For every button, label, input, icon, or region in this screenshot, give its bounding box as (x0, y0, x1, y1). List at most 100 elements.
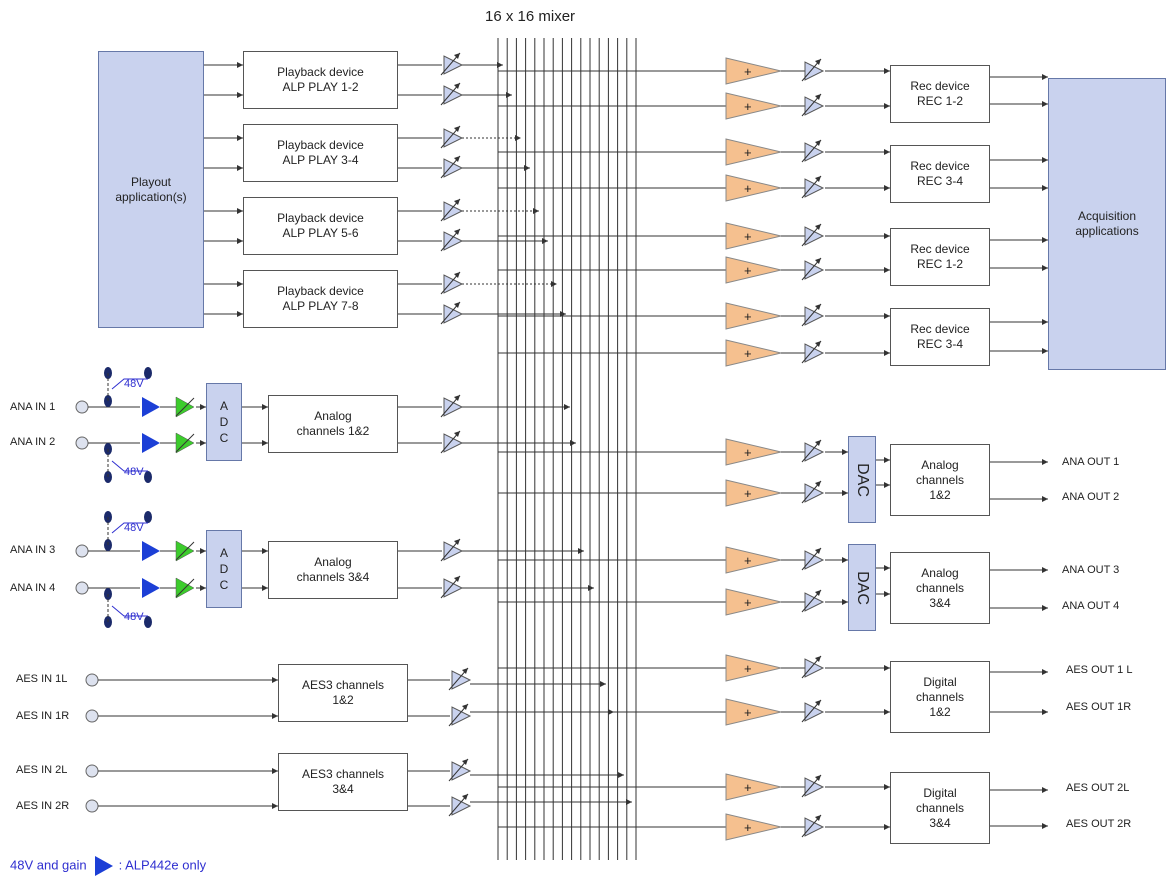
arrow-head (884, 350, 890, 356)
phantom-48v-label: 48V (124, 611, 144, 623)
aes3-channels-3-4: AES3 channels 3&4 (278, 753, 408, 811)
arrow-head (237, 62, 243, 68)
fader-icon (804, 658, 825, 678)
gain-triangle-icon (142, 397, 160, 417)
output-label-ana-out-4: ANA OUT 4 (1062, 600, 1120, 612)
arrow-head (1042, 459, 1048, 465)
fader-arrow-head (454, 199, 460, 205)
arrow-head (200, 548, 206, 554)
summing-amp-icon (725, 222, 782, 250)
summing-amp-plus: + (744, 820, 752, 835)
fader-icon (804, 96, 825, 116)
fader-icon (443, 541, 464, 561)
fader-icon (804, 442, 825, 462)
fader-arrow-head (462, 668, 468, 674)
arrow-head (842, 449, 848, 455)
arrow-head (272, 713, 278, 719)
preamp-arrow (175, 433, 195, 453)
arrow-head (237, 281, 243, 287)
fader-arrow-head (454, 53, 460, 59)
arrow-head (570, 440, 576, 446)
fader-arrow-head (815, 59, 821, 65)
summing-amp-icon (725, 546, 782, 574)
fader-arrow-head (815, 176, 821, 182)
preamp-arrow (175, 541, 195, 561)
arrow-head (262, 585, 268, 591)
arrow-head (1042, 567, 1048, 573)
gain-triangle-icon (142, 433, 160, 453)
fader-arrow-head (454, 126, 460, 132)
fader-icon (804, 702, 825, 722)
arrow-head (884, 103, 890, 109)
arrow-head (1042, 265, 1048, 271)
output-label-ana-out-3: ANA OUT 3 (1062, 564, 1120, 576)
summing-amp-plus: + (744, 263, 752, 278)
preamp-arrow (175, 397, 195, 417)
fader-arrow-head (454, 539, 460, 545)
fader-arrow-head (815, 140, 821, 146)
fader-arrow-head (815, 341, 821, 347)
summing-amp-icon (725, 654, 782, 682)
adc-block-1: ADC (206, 383, 242, 461)
summing-amp-icon (725, 479, 782, 507)
arrow-head (533, 208, 539, 214)
fader-icon (443, 128, 464, 148)
arrow-head (588, 585, 594, 591)
digital-out-channels-1-2: Digital channels 1&2 (890, 661, 990, 733)
arrow-head (542, 238, 548, 244)
summing-amp-icon (725, 138, 782, 166)
fader-arrow-head (462, 759, 468, 765)
playback-device-1-2: Playback device ALP PLAY 1-2 (243, 51, 398, 109)
arrow-head (884, 185, 890, 191)
switch-contact-icon (144, 367, 152, 379)
arrow-head (272, 768, 278, 774)
fader-arrow-head (815, 775, 821, 781)
fader-arrow-head (454, 395, 460, 401)
analog-out-channels-1-2: Analog channels 1&2 (890, 444, 990, 516)
arrow-head (1042, 669, 1048, 675)
fader-icon (451, 796, 472, 816)
fader-icon (804, 142, 825, 162)
arrow-head (506, 92, 512, 98)
rec-device-3: Rec device REC 1-2 (890, 228, 990, 286)
arrow-head (884, 149, 890, 155)
phantom-48v-label: 48V (124, 522, 144, 534)
arrow-head (884, 233, 890, 239)
dac-block-1: DAC (848, 436, 876, 523)
arrow-head (1042, 157, 1048, 163)
arrow-head (1042, 319, 1048, 325)
rec-device-2: Rec device REC 3-4 (890, 145, 990, 203)
phantom-48v-label: 48V (124, 466, 144, 478)
fader-arrow-head (815, 481, 821, 487)
arrow-head (551, 281, 557, 287)
arrow-head (237, 165, 243, 171)
gain-triangle-icon (94, 856, 113, 876)
dac-label: DAC (854, 570, 871, 605)
summing-amp-icon (725, 339, 782, 367)
arrow-head (237, 92, 243, 98)
adc-block-2: ADC (206, 530, 242, 608)
fader-arrow-head (454, 156, 460, 162)
fader-icon (443, 304, 464, 324)
input-label-ana-in-4: ANA IN 4 (10, 582, 56, 594)
playback-device-5-6: Playback device ALP PLAY 5-6 (243, 197, 398, 255)
arrow-head (884, 784, 890, 790)
playout-applications-box: Playout application(s) (98, 51, 204, 328)
phantom-48v-label: 48V (124, 378, 144, 390)
fader-arrow-head (815, 440, 821, 446)
input-connector-icon (85, 673, 99, 687)
arrow-head (884, 591, 890, 597)
acquisition-applications-box: Acquisition applications (1048, 78, 1166, 370)
arrow-head (515, 135, 521, 141)
dac-label: DAC (854, 462, 871, 497)
analog-in-channels-1-2: Analog channels 1&2 (268, 395, 398, 453)
arrow-head (237, 208, 243, 214)
arrow-head (608, 709, 614, 715)
fader-icon (804, 817, 825, 837)
summing-amp-plus: + (744, 346, 752, 361)
summing-amp-plus: + (744, 445, 752, 460)
fader-icon (804, 260, 825, 280)
fader-icon (443, 578, 464, 598)
arrow-head (1042, 709, 1048, 715)
arrow-head (272, 803, 278, 809)
